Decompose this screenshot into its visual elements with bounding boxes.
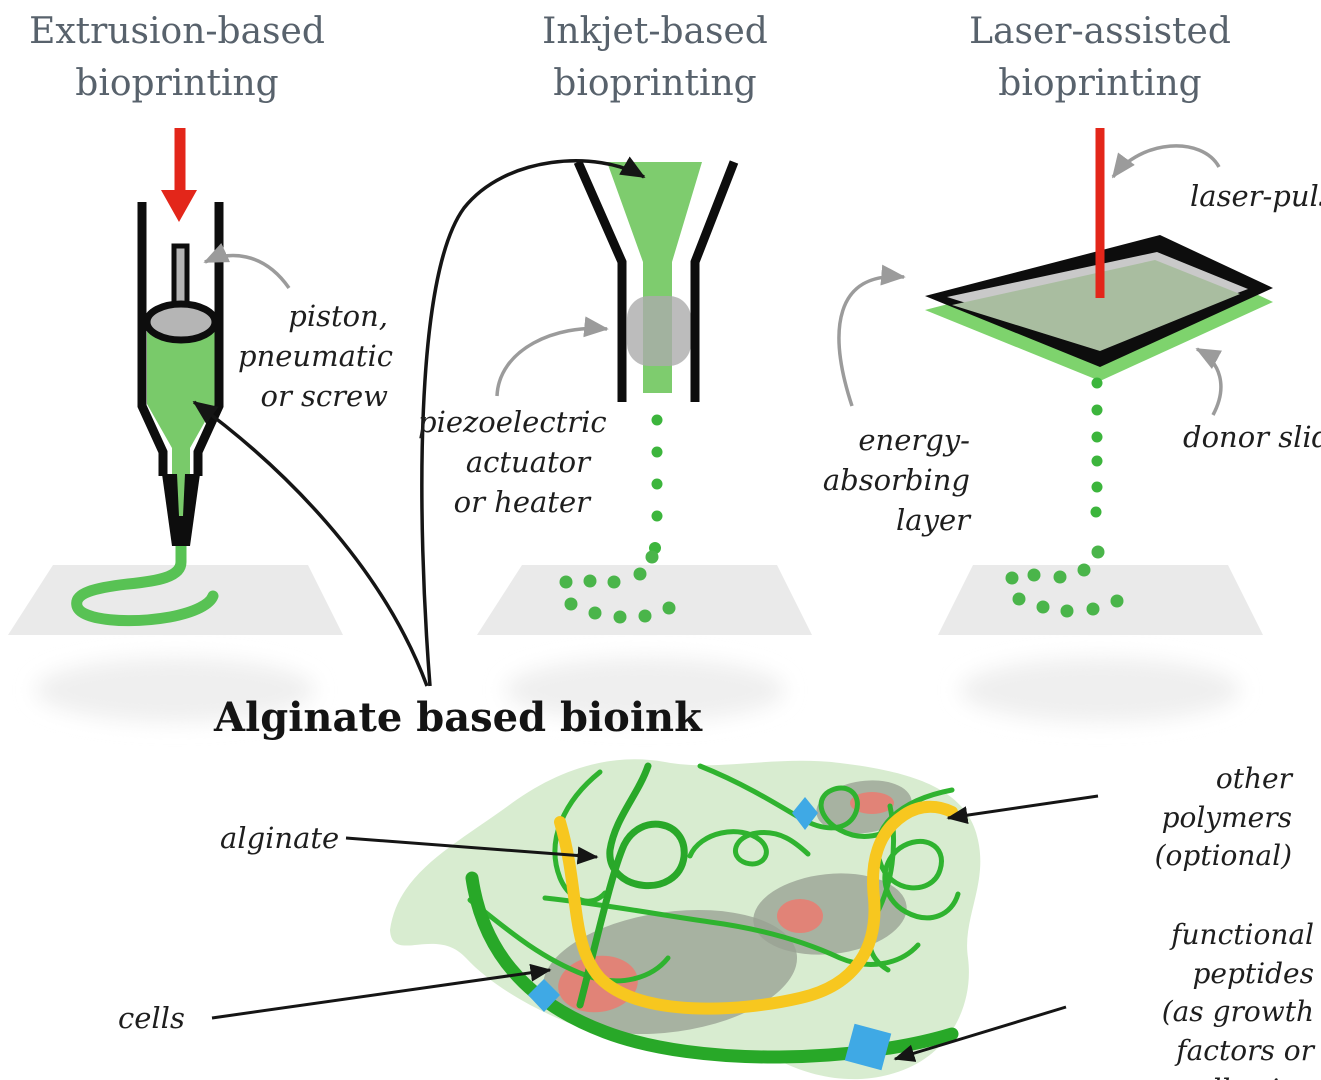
pressure-arrow-icon: [161, 128, 197, 222]
piston-arrow-icon: [203, 242, 291, 290]
energy-layer-label: energy-absorbing layer: [822, 423, 970, 538]
syringe-fluid: [147, 330, 215, 476]
nozzle-slit: [177, 474, 185, 516]
functional-peptides-arrow-icon: [893, 1005, 1067, 1062]
bioink-blob: [390, 759, 981, 1080]
inkjet-wall-left: [573, 160, 627, 402]
bioink-connector-arrows: [192, 156, 646, 687]
laser-printer: [925, 128, 1273, 618]
laser-pulse-label: laser-pulse: [1190, 179, 1321, 213]
peptide-square: [844, 1023, 892, 1071]
inkjet-title: Inkjet-based bioprinting: [542, 11, 768, 105]
donor-slide-label: donor slide: [1183, 420, 1321, 454]
other-polymers-arrow-icon: [946, 794, 1099, 825]
piezo-arrow-icon: [495, 316, 609, 397]
functional-peptides-group: [528, 797, 892, 1071]
inkjet-fluid: [607, 162, 702, 393]
cell-nucleus: [777, 899, 823, 933]
connector-to-syringe-icon: [192, 400, 429, 687]
polymer-strand: [554, 800, 958, 1015]
laser-falling-droplets: [1090, 377, 1103, 518]
piston-label: piston, pneumatic or screw: [238, 299, 394, 414]
laser-print-bed: [938, 565, 1263, 635]
bioink-title: Alginate based bioink: [214, 694, 702, 741]
alginate-arrow-icon: [345, 836, 599, 865]
functional-peptides-label: functional peptides (as growth factors o…: [1161, 918, 1314, 1080]
laser-printed-droplets: [1005, 545, 1124, 618]
piston-rod: [171, 243, 190, 313]
piezo-actuator: [627, 296, 691, 366]
alginate-label: alginate: [220, 821, 340, 855]
extrusion-title: Extrusion-based bioprinting: [29, 11, 325, 105]
donor-slide-arrow-icon: [1195, 347, 1223, 416]
connector-to-inkjet-icon: [420, 156, 646, 687]
laser-title: Laser-assisted bioprinting: [969, 11, 1231, 105]
piezo-label: piezoelectric actuator or heater: [418, 405, 607, 520]
inkjet-wall-right: [690, 160, 739, 402]
inkjet-falling-droplets: [649, 414, 663, 554]
syringe-wall-right: [193, 202, 224, 476]
alginate-strand-loop: [576, 762, 688, 1009]
inkjet-printer: [559, 160, 739, 624]
print-bed-shadows: [35, 658, 1240, 722]
other-polymers-label: other polymers (optional): [1154, 762, 1292, 873]
laser-pulse-arrow-icon: [1111, 144, 1221, 179]
energy-layer-arrow-icon: [837, 264, 906, 407]
label-arrows: [211, 794, 1099, 1062]
syringe-wall-left: [137, 202, 168, 476]
cell-nucleus: [850, 792, 894, 814]
inkjet-printed-droplets: [559, 550, 676, 624]
piston-head: [143, 300, 219, 344]
donor-slide-surface: [952, 260, 1240, 351]
extrusion-printer: [71, 128, 224, 627]
cells-label: cells: [118, 1001, 185, 1035]
gray-annotation-arrows: [203, 144, 1223, 416]
peptide-diamond: [792, 797, 818, 830]
deposited-strand: [71, 537, 219, 627]
cells-arrow-icon: [211, 963, 552, 1020]
peptide-diamond: [528, 979, 560, 1012]
